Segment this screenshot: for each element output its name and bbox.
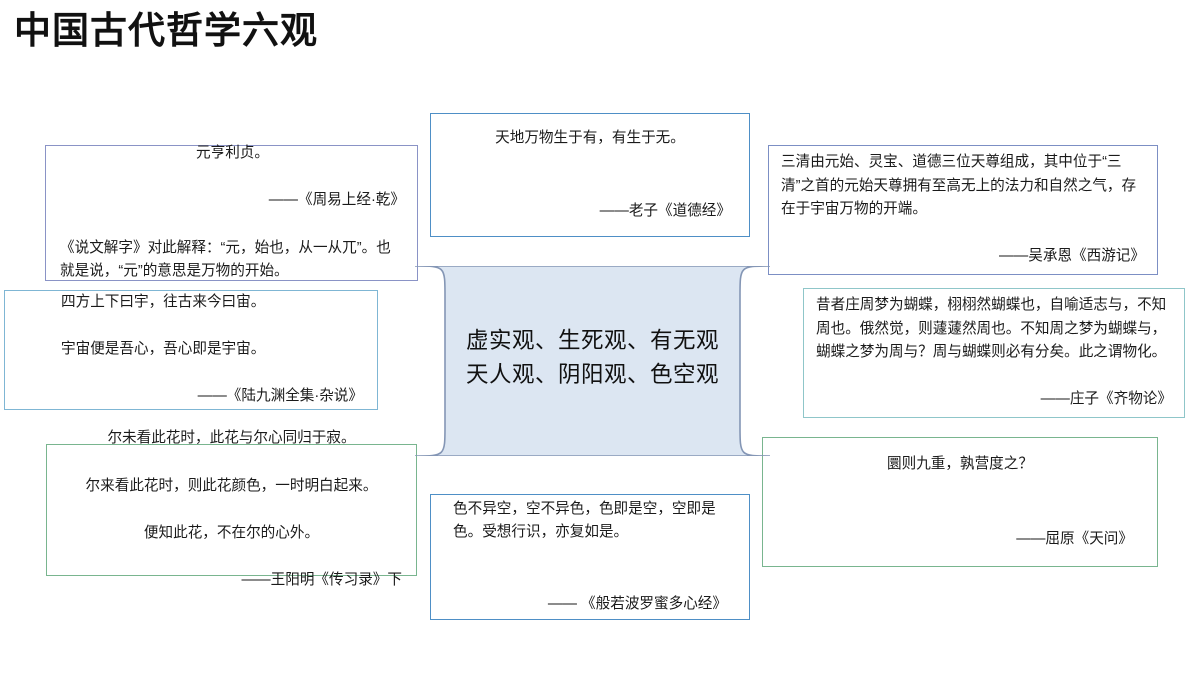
wangyangming-attribution: ——王阳明《传习录》下 xyxy=(241,572,402,589)
quote-card-xinjing-content: 色不异空，空不异色，色即是空，空即是色。受想行识，亦复如是。 —— 《般若波罗蜜… xyxy=(431,474,749,640)
center-plaque[interactable]: 虚实观、生死观、有无观 天人观、阴阳观、色空观 xyxy=(415,266,770,456)
quote-card-lujiuyuan[interactable]: 四方上下曰宇，往古来今曰宙。 宇宙便是吾心，吾心即是宇宙。 ——《陆九渊全集·杂… xyxy=(4,290,378,410)
daodejing-quote: 天地万物生于有，有生于无。 xyxy=(495,129,685,146)
zhuangzi-quote: 昔者庄周梦为蝴蝶，栩栩然蝴蝶也，自喻适志与，不知周也。俄然觉，则蘧蘧然周也。不知… xyxy=(816,296,1167,361)
wangyangming-line-3: 便知此花，不在尔的心外。 xyxy=(143,524,320,541)
quote-card-zhuangzi-content: 昔者庄周梦为蝴蝶，栩栩然蝴蝶也，自喻适志与，不知周也。俄然觉，则蘧蘧然周也。不知… xyxy=(804,270,1184,435)
quote-card-daodejing[interactable]: 天地万物生于有，有生于无。 ——老子《道德经》 xyxy=(430,113,750,237)
quote-card-wangyangming-content: 尔未看此花时，此花与尔心同归于寂。 尔来看此花时，则此花颜色，一时明白起来。 便… xyxy=(47,404,416,617)
lujiuyuan-attribution: ——《陆九渊全集·杂说》 xyxy=(197,388,363,405)
xinjing-attribution: —— 《般若波罗蜜多心经》 xyxy=(547,595,727,612)
quote-card-zhouyi-content: 元亨利贞。 ——《周易上经·乾》 《说文解字》对此解释：“元，始也，从一从兀”。… xyxy=(46,118,417,307)
lujiuyuan-line-1: 四方上下曰宇，往古来今曰宙。 xyxy=(61,293,266,310)
quote-card-quyuan-content: 圜则九重，孰营度之？ ——屈原《天问》 xyxy=(763,429,1157,575)
quyuan-attribution: ——屈原《天问》 xyxy=(1016,530,1133,547)
quote-card-xinjing[interactable]: 色不异空，空不异色，色即是空，空即是色。受想行识，亦复如是。 —— 《般若波罗蜜… xyxy=(430,494,750,620)
quote-card-daodejing-content: 天地万物生于有，有生于无。 ——老子《道德经》 xyxy=(431,103,749,247)
wangyangming-line-1: 尔未看此花时，此花与尔心同归于寂。 xyxy=(107,430,356,447)
wangyangming-line-2: 尔来看此花时，则此花颜色，一时明白起来。 xyxy=(85,477,378,494)
quote-card-wangyangming[interactable]: 尔未看此花时，此花与尔心同归于寂。 尔来看此花时，则此花颜色，一时明白起来。 便… xyxy=(46,430,417,588)
quote-card-zhuangzi[interactable]: 昔者庄周梦为蝴蝶，栩栩然蝴蝶也，自喻适志与，不知周也。俄然觉，则蘧蘧然周也。不知… xyxy=(803,288,1185,418)
page-title: 中国古代哲学六观 xyxy=(14,10,318,51)
quote-card-quyuan[interactable]: 圜则九重，孰营度之？ ——屈原《天问》 xyxy=(762,437,1158,567)
lujiuyuan-line-2: 宇宙便是吾心，吾心即是宇宙。 xyxy=(61,341,266,358)
quote-card-zhouyi[interactable]: 元亨利贞。 ——《周易上经·乾》 《说文解字》对此解释：“元，始也，从一从兀”。… xyxy=(45,145,418,281)
quote-card-lujiuyuan-content: 四方上下曰宇，往古来今曰宙。 宇宙便是吾心，吾心即是宇宙。 ——《陆九渊全集·杂… xyxy=(5,267,377,432)
zhouyi-line-3: 《说文解字》对此解释：“元，始也，从一从兀”。也就是说，“元”的意思是万物的开始… xyxy=(60,239,391,280)
xiyouji-quote: 三清由元始、灵宝、道德三位天尊组成，其中位于“三清”之首的元始天尊拥有至高无上的… xyxy=(781,153,1137,218)
xinjing-quote: 色不异空，空不异色，色即是空，空即是色。受想行识，亦复如是。 xyxy=(453,500,716,541)
center-plaque-label: 虚实观、生死观、有无观 天人观、阴阳观、色空观 xyxy=(465,328,719,387)
quote-card-xiyouji[interactable]: 三清由元始、灵宝、道德三位天尊组成，其中位于“三清”之首的元始天尊拥有至高无上的… xyxy=(768,145,1158,275)
zhouyi-attribution: ——《周易上经·乾》 xyxy=(268,192,405,209)
zhuangzi-attribution: ——庄子《齐物论》 xyxy=(1040,391,1172,408)
quote-card-xiyouji-content: 三清由元始、灵宝、道德三位天尊组成，其中位于“三清”之首的元始天尊拥有至高无上的… xyxy=(769,127,1157,292)
xiyouji-attribution: ——吴承恩《西游记》 xyxy=(999,248,1145,265)
zhouyi-line-1: 元亨利贞。 xyxy=(196,145,269,162)
plaque-shape-icon xyxy=(415,266,770,456)
quyuan-quote: 圜则九重，孰营度之？ xyxy=(887,455,1033,472)
daodejing-attribution: ——老子《道德经》 xyxy=(599,202,731,219)
